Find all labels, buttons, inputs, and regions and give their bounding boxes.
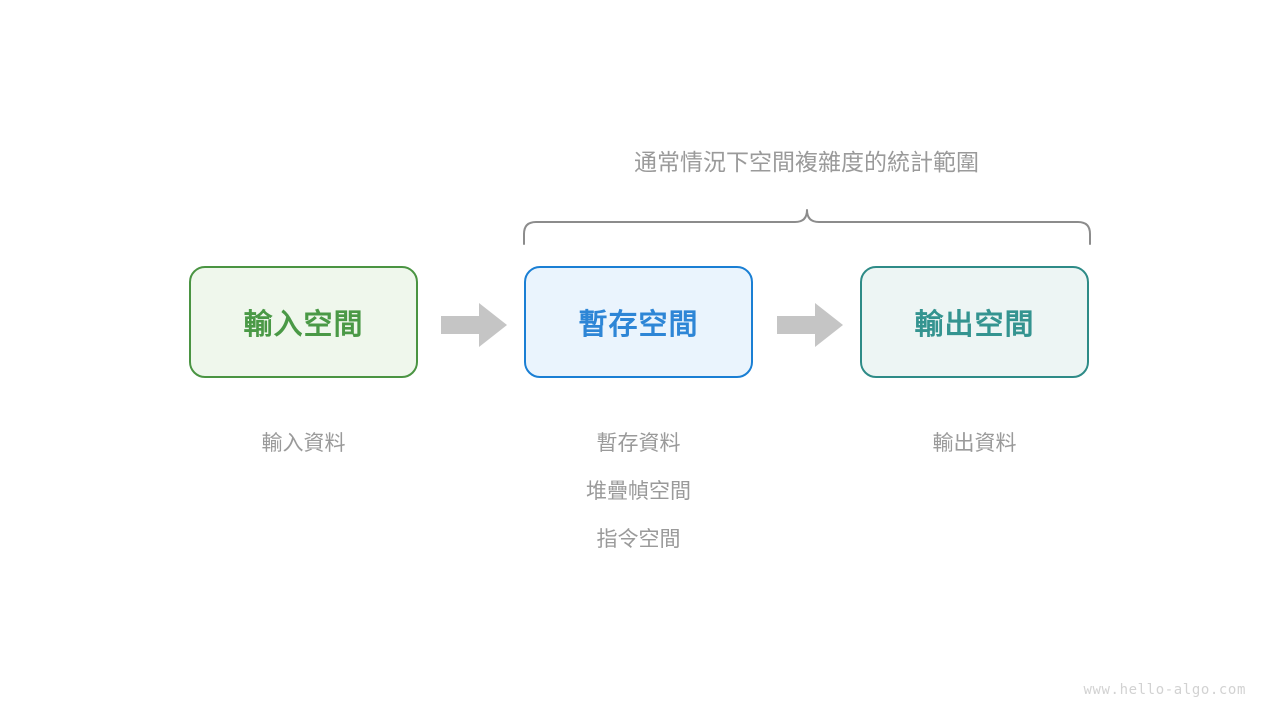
stage-box-output[interactable]: 輸出空間 <box>860 266 1089 378</box>
stage-box-temp[interactable]: 暫存空間 <box>524 266 753 378</box>
column-labels-temp: 暫存資料 堆疊幀空間 指令空間 <box>524 420 753 564</box>
column-label-line: 輸出資料 <box>932 432 1017 455</box>
column-label-line: 暫存資料 <box>596 432 681 455</box>
column-label-line: 堆疊幀空間 <box>586 480 691 503</box>
watermark: www.hello-algo.com <box>1083 682 1246 698</box>
stage-box-temp-label: 暫存空間 <box>578 309 699 341</box>
scope-caption-tail: 的統計範圍 <box>864 149 979 175</box>
stage-box-output-label: 輸出空間 <box>914 309 1035 341</box>
arrow-input-to-temp-icon <box>441 303 507 347</box>
stage-box-input-label: 輸入空間 <box>243 309 364 341</box>
stage-box-input[interactable]: 輸入空間 <box>189 266 418 378</box>
scope-caption-lead: 通常情況下 <box>634 149 749 175</box>
column-label-line: 輸入資料 <box>261 432 346 455</box>
column-label-line: 指令空間 <box>596 528 681 551</box>
scope-caption: 通常情況下空間複雜度的統計範圍 <box>523 143 1090 177</box>
scope-brace <box>515 196 1100 256</box>
arrow-temp-to-output-icon <box>777 303 843 347</box>
scope-caption-emphasis: 空間複雜度 <box>749 149 864 175</box>
column-labels-input: 輸入資料 <box>189 420 418 468</box>
stage-boxes: 輸入空間 暫存空間 輸出空間 <box>0 266 1280 378</box>
column-labels-output: 輸出資料 <box>860 420 1089 468</box>
